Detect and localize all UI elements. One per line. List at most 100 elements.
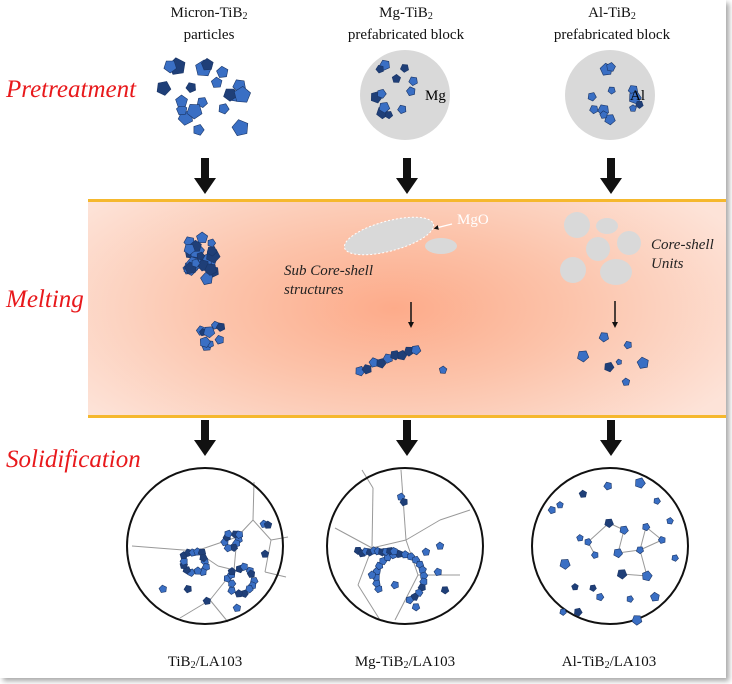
arrow-down-icon xyxy=(600,158,622,194)
column-header-al: Al-TiB2 prefabricated block xyxy=(527,4,697,44)
label-text: /LA103 xyxy=(609,654,657,670)
tib2-particle xyxy=(199,553,208,563)
tib2-particle xyxy=(246,569,256,578)
label-text: TiB xyxy=(167,654,191,670)
tib2-particle xyxy=(626,595,634,603)
tib2-particle xyxy=(401,550,410,559)
tib2-particle xyxy=(408,76,418,86)
tib2-particle xyxy=(589,105,599,115)
label-text: /LA103 xyxy=(195,654,243,670)
tib2-particle xyxy=(207,238,217,248)
tib2-particle xyxy=(635,477,646,489)
core-shell-unit xyxy=(586,237,610,261)
tib2-particle xyxy=(210,76,223,88)
header-text-line2: particles xyxy=(183,27,235,43)
grain-boundary xyxy=(639,526,647,551)
tib2-particle xyxy=(378,102,391,114)
mgo-shell xyxy=(343,216,435,256)
tib2-particle xyxy=(196,231,209,243)
tib2-particle xyxy=(193,566,202,575)
tib2-particle xyxy=(629,91,642,105)
tib2-particle xyxy=(263,520,273,529)
al-block-circle xyxy=(565,50,655,140)
stage-label-pretreatment: Pretreatment xyxy=(6,76,137,103)
tib2-particle xyxy=(405,596,414,605)
microstructure-circle-al-tib2 xyxy=(531,467,689,625)
tib2-particle xyxy=(438,365,448,374)
arrow-down-icon xyxy=(396,158,418,194)
grain-boundary xyxy=(587,522,610,543)
composite-label-tib2: TiB2/LA103 xyxy=(120,654,290,671)
tib2-particle xyxy=(216,65,229,78)
tib2-particle xyxy=(382,353,393,364)
tib2-particle xyxy=(191,258,201,268)
grain-boundary xyxy=(252,481,255,521)
tib2-particle xyxy=(578,489,587,498)
tib2-particle xyxy=(361,364,372,375)
tib2-particle xyxy=(229,543,239,552)
tib2-particle xyxy=(397,104,407,115)
tib2-particle xyxy=(390,580,399,590)
tib2-particle xyxy=(202,596,211,605)
tib2-particle xyxy=(604,362,615,373)
core-shell-unit xyxy=(564,212,590,238)
matrix-label-mg: Mg xyxy=(425,88,446,104)
tib2-particle xyxy=(621,377,631,386)
tib2-particle xyxy=(163,60,177,74)
tib2-particle xyxy=(559,608,567,616)
grain-boundary xyxy=(357,584,381,621)
arrow-down-icon xyxy=(396,420,418,456)
tib2-particle xyxy=(203,326,216,339)
tib2-particle xyxy=(232,603,241,612)
tib2-particle xyxy=(606,62,616,72)
tib2-particle xyxy=(418,565,427,574)
header-text-line2: prefabricated block xyxy=(553,27,671,43)
header-sub: 2 xyxy=(427,11,433,22)
matrix-label-al: Al xyxy=(630,88,645,104)
tib2-particle xyxy=(204,263,217,276)
stage-label-solidification: Solidification xyxy=(6,446,141,473)
grain-boundary xyxy=(252,519,272,541)
arrow-down-icon xyxy=(194,158,216,194)
arrow-down-icon xyxy=(600,420,622,456)
tib2-particle xyxy=(245,585,254,594)
tib2-particle xyxy=(367,570,377,579)
tib2-particle xyxy=(234,589,243,598)
arrow-down-icon xyxy=(194,420,216,456)
tib2-particle xyxy=(391,74,401,83)
tib2-particle xyxy=(200,58,214,71)
note-line: structures xyxy=(284,282,344,298)
grain-boundary xyxy=(270,536,289,541)
tib2-particle xyxy=(215,322,226,332)
grain-boundary xyxy=(334,527,373,549)
note-line: Units xyxy=(651,256,684,272)
grain-boundary xyxy=(264,571,287,578)
tib2-particle xyxy=(411,345,422,356)
tib2-particle xyxy=(218,103,230,115)
tib2-particle xyxy=(596,592,605,602)
core-shell-unit xyxy=(617,231,641,255)
tib2-particle xyxy=(186,104,203,120)
composite-label-al-tib2: Al-TiB2/LA103 xyxy=(524,654,694,671)
tib2-particle xyxy=(571,583,579,591)
column-header-micron: Micron-TiB2 particles xyxy=(124,4,294,44)
tib2-particle xyxy=(196,251,206,261)
tib2-particle xyxy=(223,543,232,553)
tib2-particle xyxy=(224,529,233,539)
tib2-particle xyxy=(185,82,196,93)
header-text: Al-TiB xyxy=(588,5,631,21)
mgo-shell xyxy=(425,238,457,254)
tib2-particle xyxy=(399,497,408,507)
label-text: Mg-TiB xyxy=(354,654,404,670)
tib2-particle xyxy=(616,569,628,580)
core-shell-unit xyxy=(560,257,586,283)
label-sub: 2 xyxy=(403,660,409,671)
tib2-particle xyxy=(559,559,571,570)
tib2-particle xyxy=(623,340,632,350)
grain-boundary xyxy=(371,539,407,549)
tib2-particle xyxy=(657,536,666,544)
tib2-particle xyxy=(228,579,237,588)
tib2-particle xyxy=(619,525,629,535)
grain-boundary xyxy=(371,487,374,549)
